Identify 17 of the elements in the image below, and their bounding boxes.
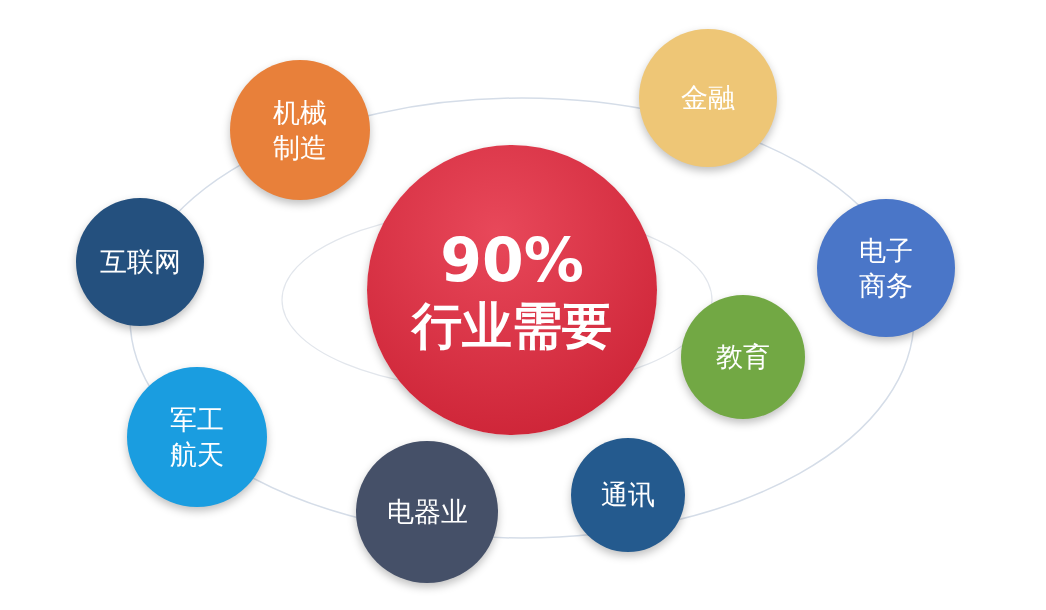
circle-label: 电子商务 (859, 233, 913, 303)
circle-label: 90% (440, 224, 584, 296)
circle-label: 军工航天 (170, 402, 224, 472)
industry-circle (76, 198, 204, 326)
industry-circle (127, 367, 267, 507)
industry-circle (817, 199, 955, 337)
circle-label: 电器业 (386, 495, 468, 530)
circle-label: 机械制造 (273, 95, 327, 165)
industry-circle (639, 29, 777, 167)
circle-label: 行业需要 (412, 296, 612, 356)
industry-circle (230, 60, 370, 200)
industry-circle (681, 295, 805, 419)
circle-label: 教育 (716, 340, 770, 375)
circle-label: 通讯 (601, 478, 655, 513)
circle-label: 金融 (681, 81, 735, 116)
circle-label: 互联网 (99, 245, 181, 280)
industry-circle (571, 438, 685, 552)
